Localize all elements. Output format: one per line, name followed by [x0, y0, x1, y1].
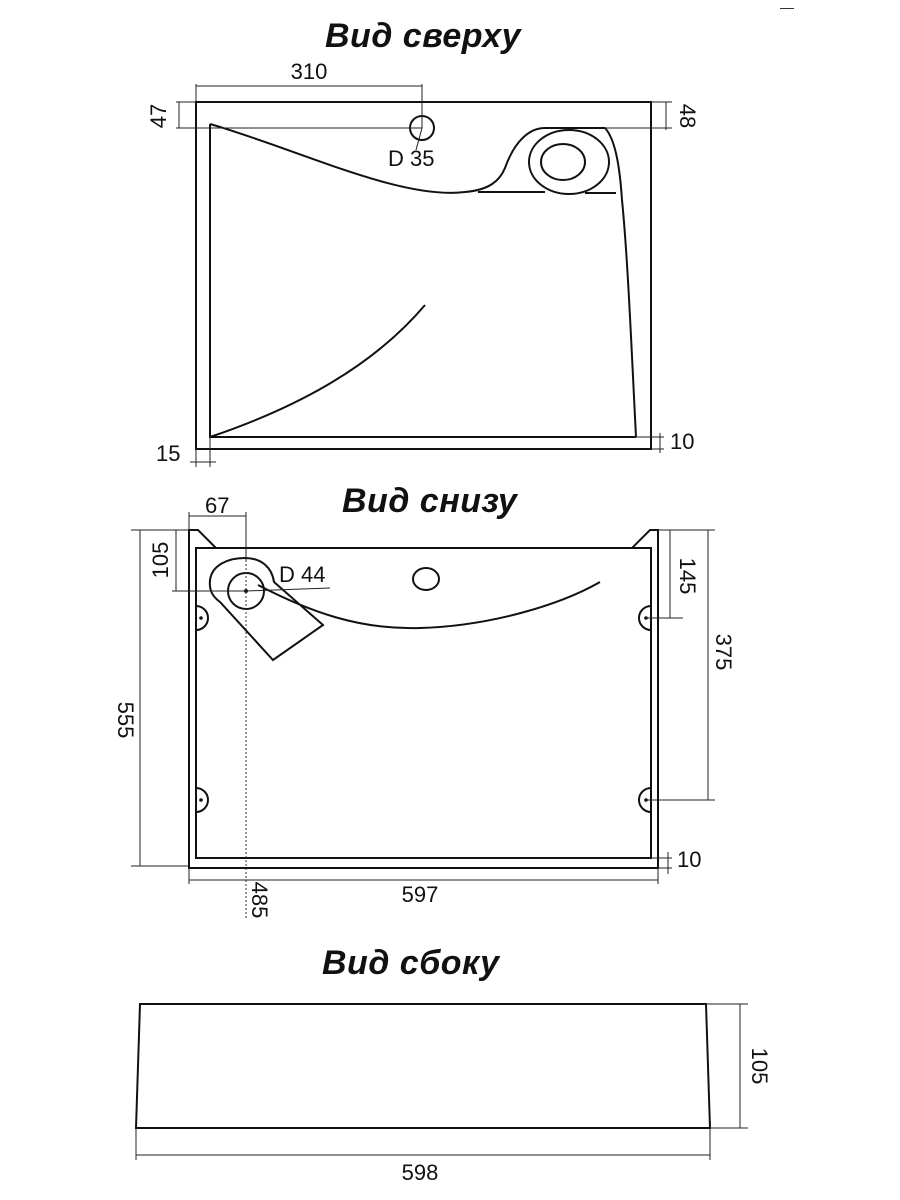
bottom-view-drain-body: [208, 556, 325, 662]
top-view-faucet-hole: [540, 143, 586, 181]
dim-105-bottom: 105: [148, 542, 173, 579]
title-side-view: Вид сбоку: [322, 944, 500, 982]
bracket-left-lower-dot: [199, 798, 203, 802]
top-view-basin-contour: [209, 123, 637, 438]
dim-15: 15: [156, 441, 180, 466]
dim-d44: D 44: [279, 562, 325, 587]
dim-555: 555: [113, 702, 138, 739]
dim-47: 47: [146, 104, 171, 128]
side-view: 105 598: [134, 1003, 772, 1185]
side-view-body: [134, 1003, 712, 1129]
top-view-faucet-boss: [528, 129, 610, 195]
dim-105-side: 105: [747, 1048, 772, 1085]
bottom-view-outline: [188, 529, 659, 869]
bracket-right-lower: [638, 787, 652, 813]
dim-d35: D 35: [388, 146, 434, 171]
top-view-hole-leader: [415, 127, 423, 151]
bracket-left-lower: [195, 787, 209, 813]
dim-48: 48: [675, 104, 700, 128]
dim-598: 598: [402, 1160, 439, 1185]
bracket-left-upper-dot: [199, 616, 203, 620]
title-bottom-view: Вид снизу: [342, 482, 518, 520]
bottom-view-overflow-hole: [412, 567, 440, 591]
top-view-outer-rim: [195, 101, 652, 450]
title-top-view: Вид сверху: [325, 17, 522, 55]
corner-mark: [780, 8, 794, 9]
dim-10-top: 10: [670, 429, 694, 454]
dim-485: 485: [247, 882, 272, 919]
dim-10-bottom: 10: [677, 847, 701, 872]
bottom-view-basin-curve: [257, 581, 601, 630]
dim-145: 145: [675, 558, 700, 595]
bottom-view: 67 105 D 44 555 145 375 10 597 485: [113, 493, 736, 920]
dim-375: 375: [711, 634, 736, 671]
bracket-left-upper: [195, 605, 209, 631]
dim-310: 310: [291, 59, 328, 84]
dim-597: 597: [402, 882, 439, 907]
bracket-right-upper: [638, 605, 652, 631]
dim-67: 67: [205, 493, 229, 518]
top-view-basin-slope: [209, 304, 426, 438]
bottom-view-drain-leader: [245, 587, 331, 592]
top-view: 310 47 48 D 35 15 10: [146, 59, 700, 467]
